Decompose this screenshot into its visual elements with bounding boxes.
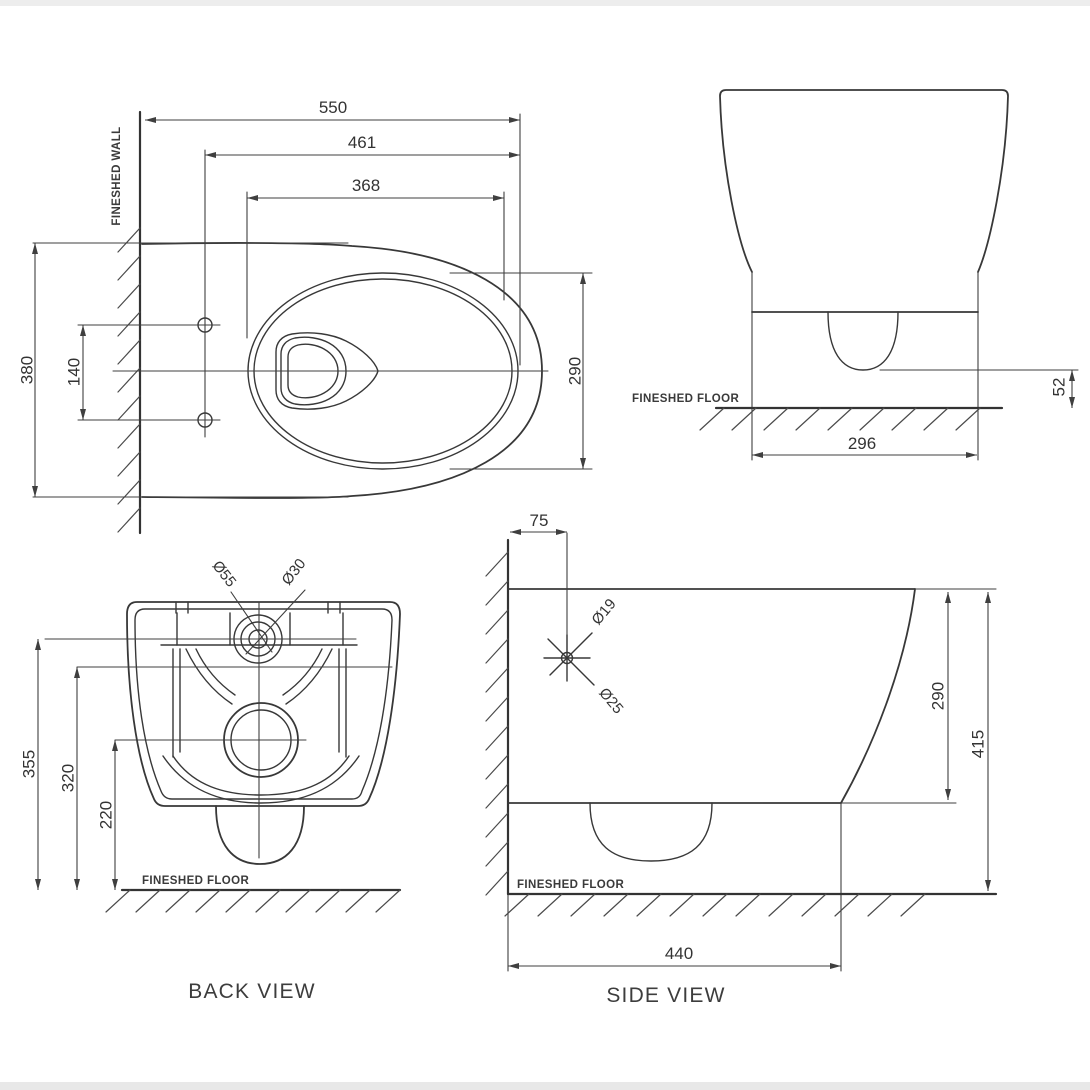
dim-415-label: 415 — [969, 730, 988, 758]
back-view-outline-inner — [134, 608, 393, 800]
dim-440-label: 440 — [665, 944, 693, 963]
dim-296-label: 296 — [848, 434, 876, 453]
leader-dia30 — [245, 589, 306, 655]
bottom-edge-band — [0, 1082, 1090, 1090]
side-wall-hatching — [485, 551, 509, 896]
front-view-body-outline — [719, 89, 1009, 273]
back-bowl-internals — [162, 648, 360, 804]
leader-dia55 — [230, 591, 273, 653]
back-view-outline-outer — [126, 601, 401, 807]
dim-461-label: 461 — [348, 133, 376, 152]
back-floor-hatching — [105, 889, 401, 913]
top-edge-band — [0, 0, 1090, 6]
side-trapway-curve — [589, 802, 713, 862]
mounting-hole-bottom — [197, 412, 213, 428]
side-view: Ø19 Ø25 FINESHED FLOOR 75 290 415 440 SI… — [485, 511, 998, 1007]
water-area-inner — [287, 343, 339, 399]
back-view-caption: BACK VIEW — [188, 980, 316, 1003]
dim-368-label: 368 — [352, 176, 380, 195]
dim-355-label: 355 — [20, 750, 39, 778]
front-trapway-curve — [827, 311, 899, 371]
wall-hatching — [117, 227, 141, 533]
front-view: FINESHED FLOOR 52 296 — [632, 89, 1079, 461]
dim-380-label: 380 — [18, 356, 37, 384]
side-front-curve — [840, 588, 916, 804]
mounting-hole-top — [197, 317, 213, 333]
mounting-holes — [77, 149, 221, 438]
dim-52-label: 52 — [1050, 378, 1069, 397]
dim-140-label: 140 — [65, 358, 84, 386]
side-floor-label: FINESHED FLOOR — [517, 879, 624, 891]
dim-290-top-label: 290 — [566, 357, 585, 385]
dim-290-side-label: 290 — [929, 682, 948, 710]
water-area-mid — [280, 336, 347, 406]
dim-75-label: 75 — [530, 511, 549, 530]
side-floor-hatching — [504, 893, 926, 917]
drain-outlet — [215, 702, 307, 778]
dim-320-label: 320 — [59, 764, 78, 792]
dim-220-label: 220 — [97, 801, 116, 829]
back-floor-label: FINESHED FLOOR — [142, 875, 249, 887]
finished-wall-label: FINESHED WALL — [111, 126, 123, 225]
back-top-notches — [175, 601, 341, 614]
dim-550-label: 550 — [319, 98, 347, 117]
top-view: FINESHED WALL 550 461 368 — [18, 98, 593, 535]
front-floor-label: FINESHED FLOOR — [632, 393, 739, 405]
back-view: Ø55 Ø30 FINESHED FLOOR 355 320 220 BACK … — [20, 556, 402, 1003]
front-floor-hatching — [699, 407, 981, 431]
back-trapway-curve — [215, 805, 305, 865]
water-area-outer — [275, 332, 379, 410]
side-view-caption: SIDE VIEW — [606, 984, 725, 1007]
water-inlet-symbol — [543, 532, 595, 686]
